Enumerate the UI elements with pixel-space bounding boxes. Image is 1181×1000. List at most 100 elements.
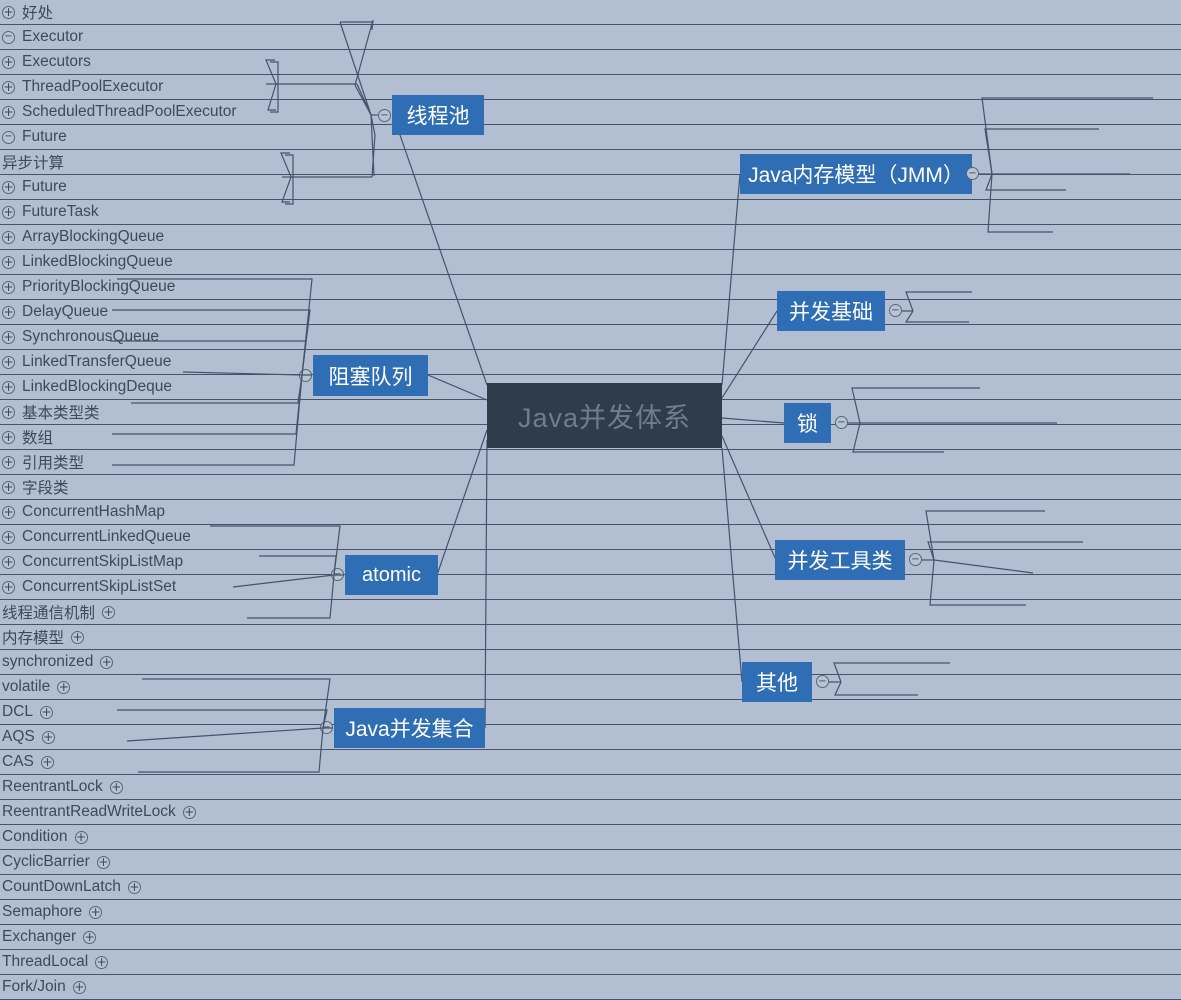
leaf-reentrantlock[interactable]: ReentrantLock xyxy=(0,775,1181,800)
leaf-label: Executors xyxy=(22,53,91,70)
plus-circle-icon[interactable] xyxy=(2,430,15,444)
leaf-executors[interactable]: Executors xyxy=(0,50,1181,75)
topic-thread-pool[interactable]: 线程池 xyxy=(392,95,484,135)
plus-circle-icon[interactable] xyxy=(41,730,55,744)
topic-java-concurrent-collections[interactable]: Java并发集合 xyxy=(334,708,485,748)
leaf-exchanger[interactable]: Exchanger xyxy=(0,925,1181,950)
plus-circle-icon[interactable] xyxy=(109,780,123,794)
plus-circle-icon[interactable] xyxy=(2,505,15,519)
root-node[interactable]: Java并发体系 xyxy=(487,383,722,448)
topic-blocking-queue[interactable]: 阻塞队列 xyxy=(313,355,428,396)
plus-circle-icon[interactable] xyxy=(40,705,54,719)
minus-circle-icon-collections[interactable] xyxy=(320,721,333,734)
minus-circle-icon-jmm[interactable] xyxy=(966,167,979,180)
topic-locks[interactable]: 锁 xyxy=(784,403,831,443)
leaf-cyclicbarrier[interactable]: CyclicBarrier xyxy=(0,850,1181,875)
leaf-arrayblockingqueue[interactable]: ArrayBlockingQueue xyxy=(0,225,1181,250)
plus-circle-icon[interactable] xyxy=(2,105,15,119)
leaf-concurrentlinkedqueue[interactable]: ConcurrentLinkedQueue xyxy=(0,525,1181,550)
leaf-concurrenthashmap[interactable]: ConcurrentHashMap xyxy=(0,500,1181,525)
plus-circle-icon[interactable] xyxy=(2,480,15,494)
plus-circle-icon[interactable] xyxy=(2,455,15,469)
leaf-future-branch[interactable]: Future xyxy=(0,125,1181,150)
plus-circle-icon[interactable] xyxy=(102,605,116,619)
leaf-cas[interactable]: CAS xyxy=(0,750,1181,775)
leaf-condition[interactable]: Condition xyxy=(0,825,1181,850)
plus-circle-icon[interactable] xyxy=(127,880,141,894)
plus-circle-icon[interactable] xyxy=(72,980,86,994)
plus-circle-icon[interactable] xyxy=(57,680,71,694)
minus-circle-icon[interactable] xyxy=(2,130,15,144)
leaf-array[interactable]: 数组 xyxy=(0,425,1181,450)
leaf-executor[interactable]: Executor xyxy=(0,25,1181,50)
minus-circle-icon-tools[interactable] xyxy=(909,553,922,566)
minus-circle-icon-basics[interactable] xyxy=(889,304,902,317)
leaf-linkedblockingqueue[interactable]: LinkedBlockingQueue xyxy=(0,250,1181,275)
minus-circle-icon-locks[interactable] xyxy=(835,416,848,429)
leaf-aqs[interactable]: AQS xyxy=(0,725,1181,750)
plus-circle-icon[interactable] xyxy=(2,580,15,594)
leaf-concurrentskiplistmap[interactable]: ConcurrentSkipListMap xyxy=(0,550,1181,575)
leaf-scheduledthreadpoolexecutor[interactable]: ScheduledThreadPoolExecutor xyxy=(0,100,1181,125)
topic-concurrency-basics[interactable]: 并发基础 xyxy=(777,291,885,331)
leaf-threadlocal[interactable]: ThreadLocal xyxy=(0,950,1181,975)
topic-jmm[interactable]: Java内存模型（JMM） xyxy=(740,154,972,194)
leaf-reference-types[interactable]: 引用类型 xyxy=(0,450,1181,475)
minus-circle-icon-thread-pool[interactable] xyxy=(378,109,391,122)
leaf-countdownlatch[interactable]: CountDownLatch xyxy=(0,875,1181,900)
plus-circle-icon[interactable] xyxy=(2,55,15,69)
leaf-thread-communication[interactable]: 线程通信机制 xyxy=(0,600,1181,625)
minus-circle-icon-atomic[interactable] xyxy=(331,568,344,581)
plus-circle-icon[interactable] xyxy=(2,305,15,319)
plus-circle-icon[interactable] xyxy=(40,755,54,769)
leaf-forkjoin[interactable]: Fork/Join xyxy=(0,975,1181,1000)
plus-circle-icon[interactable] xyxy=(2,380,15,394)
leaf-dcl[interactable]: DCL xyxy=(0,700,1181,725)
leaf-delayqueue[interactable]: DelayQueue xyxy=(0,300,1181,325)
leaf-priorityblockingqueue[interactable]: PriorityBlockingQueue xyxy=(0,275,1181,300)
minus-circle-icon[interactable] xyxy=(2,30,15,44)
leaf-label: 异步计算 xyxy=(2,155,65,172)
leaf-label: AQS xyxy=(2,728,35,745)
leaf-synchronized[interactable]: synchronized xyxy=(0,650,1181,675)
plus-circle-icon[interactable] xyxy=(2,5,15,19)
plus-circle-icon[interactable] xyxy=(2,355,15,369)
leaf-async-compute[interactable]: 异步计算 xyxy=(0,150,1181,175)
plus-circle-icon[interactable] xyxy=(71,630,85,644)
plus-circle-icon[interactable] xyxy=(2,180,15,194)
minus-circle-icon-blocking-queue[interactable] xyxy=(299,369,312,382)
plus-circle-icon[interactable] xyxy=(2,280,15,294)
topic-others[interactable]: 其他 xyxy=(742,662,812,702)
plus-circle-icon[interactable] xyxy=(95,955,109,969)
plus-circle-icon[interactable] xyxy=(2,230,15,244)
plus-circle-icon[interactable] xyxy=(96,855,110,869)
leaf-label: ScheduledThreadPoolExecutor xyxy=(22,103,237,120)
leaf-future[interactable]: Future xyxy=(0,175,1181,200)
plus-circle-icon[interactable] xyxy=(100,655,114,669)
topic-concurrency-tools[interactable]: 并发工具类 xyxy=(775,540,905,580)
leaf-concurrentskiplistset[interactable]: ConcurrentSkipListSet xyxy=(0,575,1181,600)
leaf-thread-pool-benefit[interactable]: 好处 xyxy=(0,0,1181,25)
plus-circle-icon[interactable] xyxy=(2,530,15,544)
plus-circle-icon[interactable] xyxy=(2,405,15,419)
leaf-linkedtransferqueue[interactable]: LinkedTransferQueue xyxy=(0,350,1181,375)
plus-circle-icon[interactable] xyxy=(182,805,196,819)
leaf-memory-model[interactable]: 内存模型 xyxy=(0,625,1181,650)
plus-circle-icon[interactable] xyxy=(2,555,15,569)
plus-circle-icon[interactable] xyxy=(89,905,103,919)
topic-atomic[interactable]: atomic xyxy=(345,555,438,595)
plus-circle-icon[interactable] xyxy=(83,930,97,944)
plus-circle-icon[interactable] xyxy=(2,255,15,269)
leaf-semaphore[interactable]: Semaphore xyxy=(0,900,1181,925)
plus-circle-icon[interactable] xyxy=(2,330,15,344)
leaf-field-types[interactable]: 字段类 xyxy=(0,475,1181,500)
plus-circle-icon[interactable] xyxy=(2,205,15,219)
leaf-threadpoolexecutor[interactable]: ThreadPoolExecutor xyxy=(0,75,1181,100)
leaf-futuretask[interactable]: FutureTask xyxy=(0,200,1181,225)
minus-circle-icon-others[interactable] xyxy=(816,675,829,688)
leaf-synchronousqueue[interactable]: SynchronousQueue xyxy=(0,325,1181,350)
plus-circle-icon[interactable] xyxy=(74,830,88,844)
leaf-reentrantreadwritelock[interactable]: ReentrantReadWriteLock xyxy=(0,800,1181,825)
plus-circle-icon[interactable] xyxy=(2,80,15,94)
leaf-volatile[interactable]: volatile xyxy=(0,675,1181,700)
